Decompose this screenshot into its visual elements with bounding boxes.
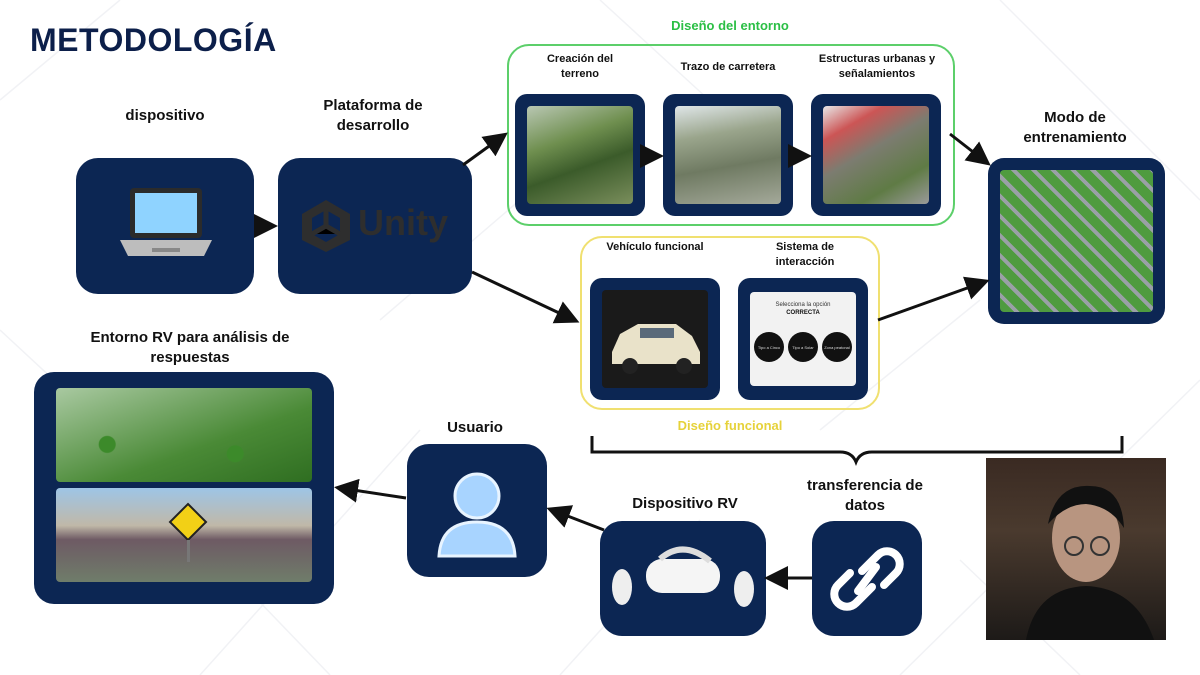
urban-image <box>823 106 929 204</box>
unity-text: Unity <box>358 202 448 243</box>
plataforma-card: Unity <box>278 158 472 294</box>
usuario-card <box>407 444 547 577</box>
urban-frame <box>811 94 941 216</box>
creacion-terreno-label: Creación del terreno <box>546 53 614 80</box>
terrain-image <box>527 106 633 204</box>
vehiculo-frame <box>590 278 720 400</box>
trazo-carretera-label: Trazo de carretera <box>680 61 776 73</box>
unity-logo-icon <box>302 200 350 252</box>
user-icon <box>437 472 517 558</box>
road-frame <box>663 94 793 216</box>
rv-forest-image <box>56 388 312 482</box>
arrow-plataforma-entorno <box>462 132 508 167</box>
diseno-funcional-label: Diseño funcional <box>677 418 783 433</box>
diseno-entorno-group <box>507 44 955 226</box>
dispositivo-rv-label: Dispositivo RV <box>632 495 738 512</box>
modo-entrenamiento-card <box>988 158 1165 324</box>
option-2[interactable]: Tipo a Solar <box>788 332 818 362</box>
arrow-rv-usuario <box>546 505 605 532</box>
diseno-entorno-label: Diseño del entorno <box>671 18 789 33</box>
modo-entrenamiento-label: Modo de entrenamiento <box>1023 109 1127 146</box>
plataforma-label: Plataforma de desarrollo <box>323 97 423 134</box>
car-image <box>602 290 708 388</box>
transferencia-label: transferencia de datos <box>807 477 923 514</box>
estructuras-label: Estructuras urbanas y señalamientos <box>818 53 936 80</box>
usuario-label: Usuario <box>447 419 503 436</box>
terrain-frame <box>515 94 645 216</box>
option-3[interactable]: Zona peatonal <box>822 332 852 362</box>
option-1[interactable]: Tipo a Cinco <box>754 332 784 362</box>
car-icon <box>612 324 700 374</box>
arrow-funcional-modo <box>877 276 990 322</box>
sistema-label: Sistema de interacción <box>775 241 835 268</box>
arrow-plataforma-funcional <box>471 270 580 324</box>
interaction-image: Selecciona la opción CORRECTA Tipo a Cin… <box>750 292 856 386</box>
transferencia-card <box>812 521 922 636</box>
link-icon <box>830 547 904 611</box>
brace <box>590 436 1124 467</box>
city-image <box>1000 170 1153 312</box>
road-image <box>675 106 781 204</box>
laptop-icon <box>120 188 212 256</box>
vehiculo-label: Vehículo funcional <box>606 241 704 253</box>
sistema-frame: Selecciona la opción CORRECTA Tipo a Cin… <box>738 278 868 400</box>
selecciona-text: Selecciona la opción <box>775 302 831 308</box>
page-title: METODOLOGÍA <box>30 22 277 58</box>
webcam-video <box>986 458 1166 640</box>
dispositivo-label: dispositivo <box>125 107 205 124</box>
arrow-usuario-entorno <box>334 478 407 503</box>
diseno-funcional-group <box>580 236 880 410</box>
person-silhouette <box>1026 485 1154 640</box>
dispositivo-card <box>76 158 254 294</box>
rv-street-image <box>56 488 312 582</box>
dispositivo-rv-card <box>600 521 766 636</box>
entorno-rv-card <box>34 372 334 604</box>
entorno-rv-label: Entorno RV para análisis de respuestas <box>90 329 290 366</box>
vr-headset-icon <box>612 546 754 607</box>
crosswalk-sign-icon <box>168 502 208 562</box>
correcta-text: CORRECTA <box>786 310 820 316</box>
arrow-entorno-modo <box>949 132 991 166</box>
